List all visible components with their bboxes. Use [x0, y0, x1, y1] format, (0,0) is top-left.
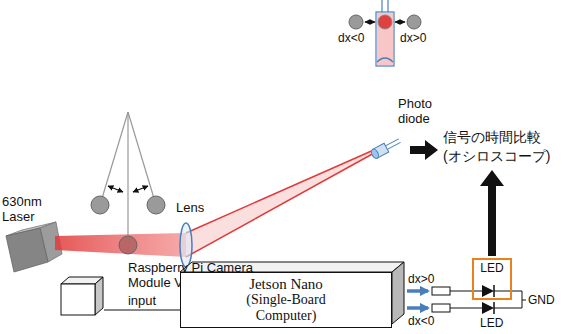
- photodiode-label: Photo diode: [398, 96, 444, 126]
- photodiode-symbol: [370, 136, 402, 159]
- led-box: LED: [472, 258, 512, 300]
- ground-label: GND: [528, 293, 555, 307]
- oscilloscope-note: 信号の時間比較 (オシロスコープ): [443, 128, 559, 166]
- laser-label: 630nm Laser: [2, 194, 48, 224]
- focused-beam: [186, 149, 376, 257]
- laser-beam: [55, 233, 186, 257]
- laser-body: [6, 222, 62, 272]
- displacement-label: dx>0: [400, 31, 426, 45]
- computer-name: Jetson Nano: [249, 276, 323, 292]
- lens-label: Lens: [176, 200, 204, 215]
- led-heading: LED: [474, 261, 510, 276]
- beam-edge: [186, 149, 376, 233]
- computer-box: Jetson Nano(Single-Board Computer): [180, 272, 392, 328]
- signal-label: dx<0: [408, 314, 434, 328]
- computer-description: (Single-Board Computer): [231, 292, 341, 324]
- computer-side: [392, 262, 404, 324]
- signal-label: dx>0: [408, 272, 434, 286]
- beam-edge: [186, 152, 376, 257]
- camera-cube: [60, 276, 104, 316]
- signal-arrow: [410, 140, 438, 160]
- camera-module: Raspberry Pi Camera Module V2: [60, 276, 104, 316]
- displacement-label: dx<0: [338, 31, 364, 45]
- signal-arrow: [480, 170, 504, 256]
- led-label: LED: [480, 316, 503, 330]
- edge-label: input: [126, 294, 158, 308]
- signal-wire: [104, 309, 180, 310]
- pendulum: [91, 112, 165, 254]
